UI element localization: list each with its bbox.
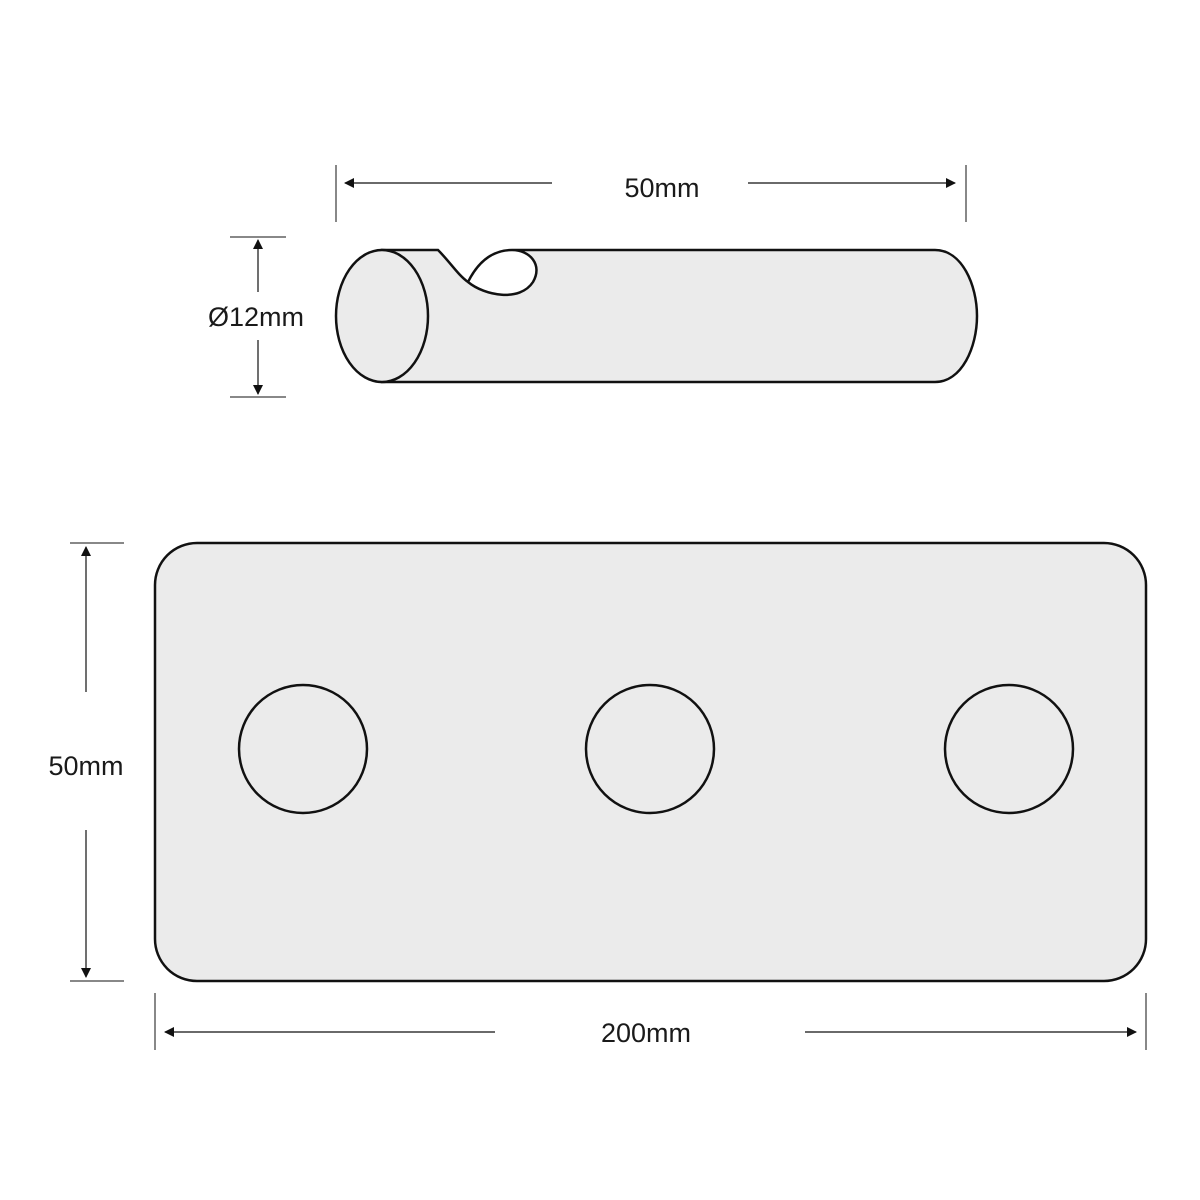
peg-length-label: 50mm <box>624 173 699 203</box>
plate-height-label: 50mm <box>48 751 123 781</box>
plate-hole <box>943 683 1075 815</box>
plate-height-dimension: 50mm <box>48 542 124 982</box>
plate-width-dimension: 200mm <box>154 993 1147 1050</box>
peg-length-dimension: 50mm <box>335 165 967 222</box>
peg-diameter-label: Ø12mm <box>208 302 304 332</box>
peg-diameter-dimension: Ø12mm <box>208 236 304 398</box>
peg-drawing <box>334 248 979 384</box>
peg-end-face <box>334 248 430 384</box>
plate-drawing <box>153 541 1148 983</box>
plate-hole <box>237 683 369 815</box>
plate-width-label: 200mm <box>601 1018 691 1048</box>
plate-hole <box>584 683 716 815</box>
